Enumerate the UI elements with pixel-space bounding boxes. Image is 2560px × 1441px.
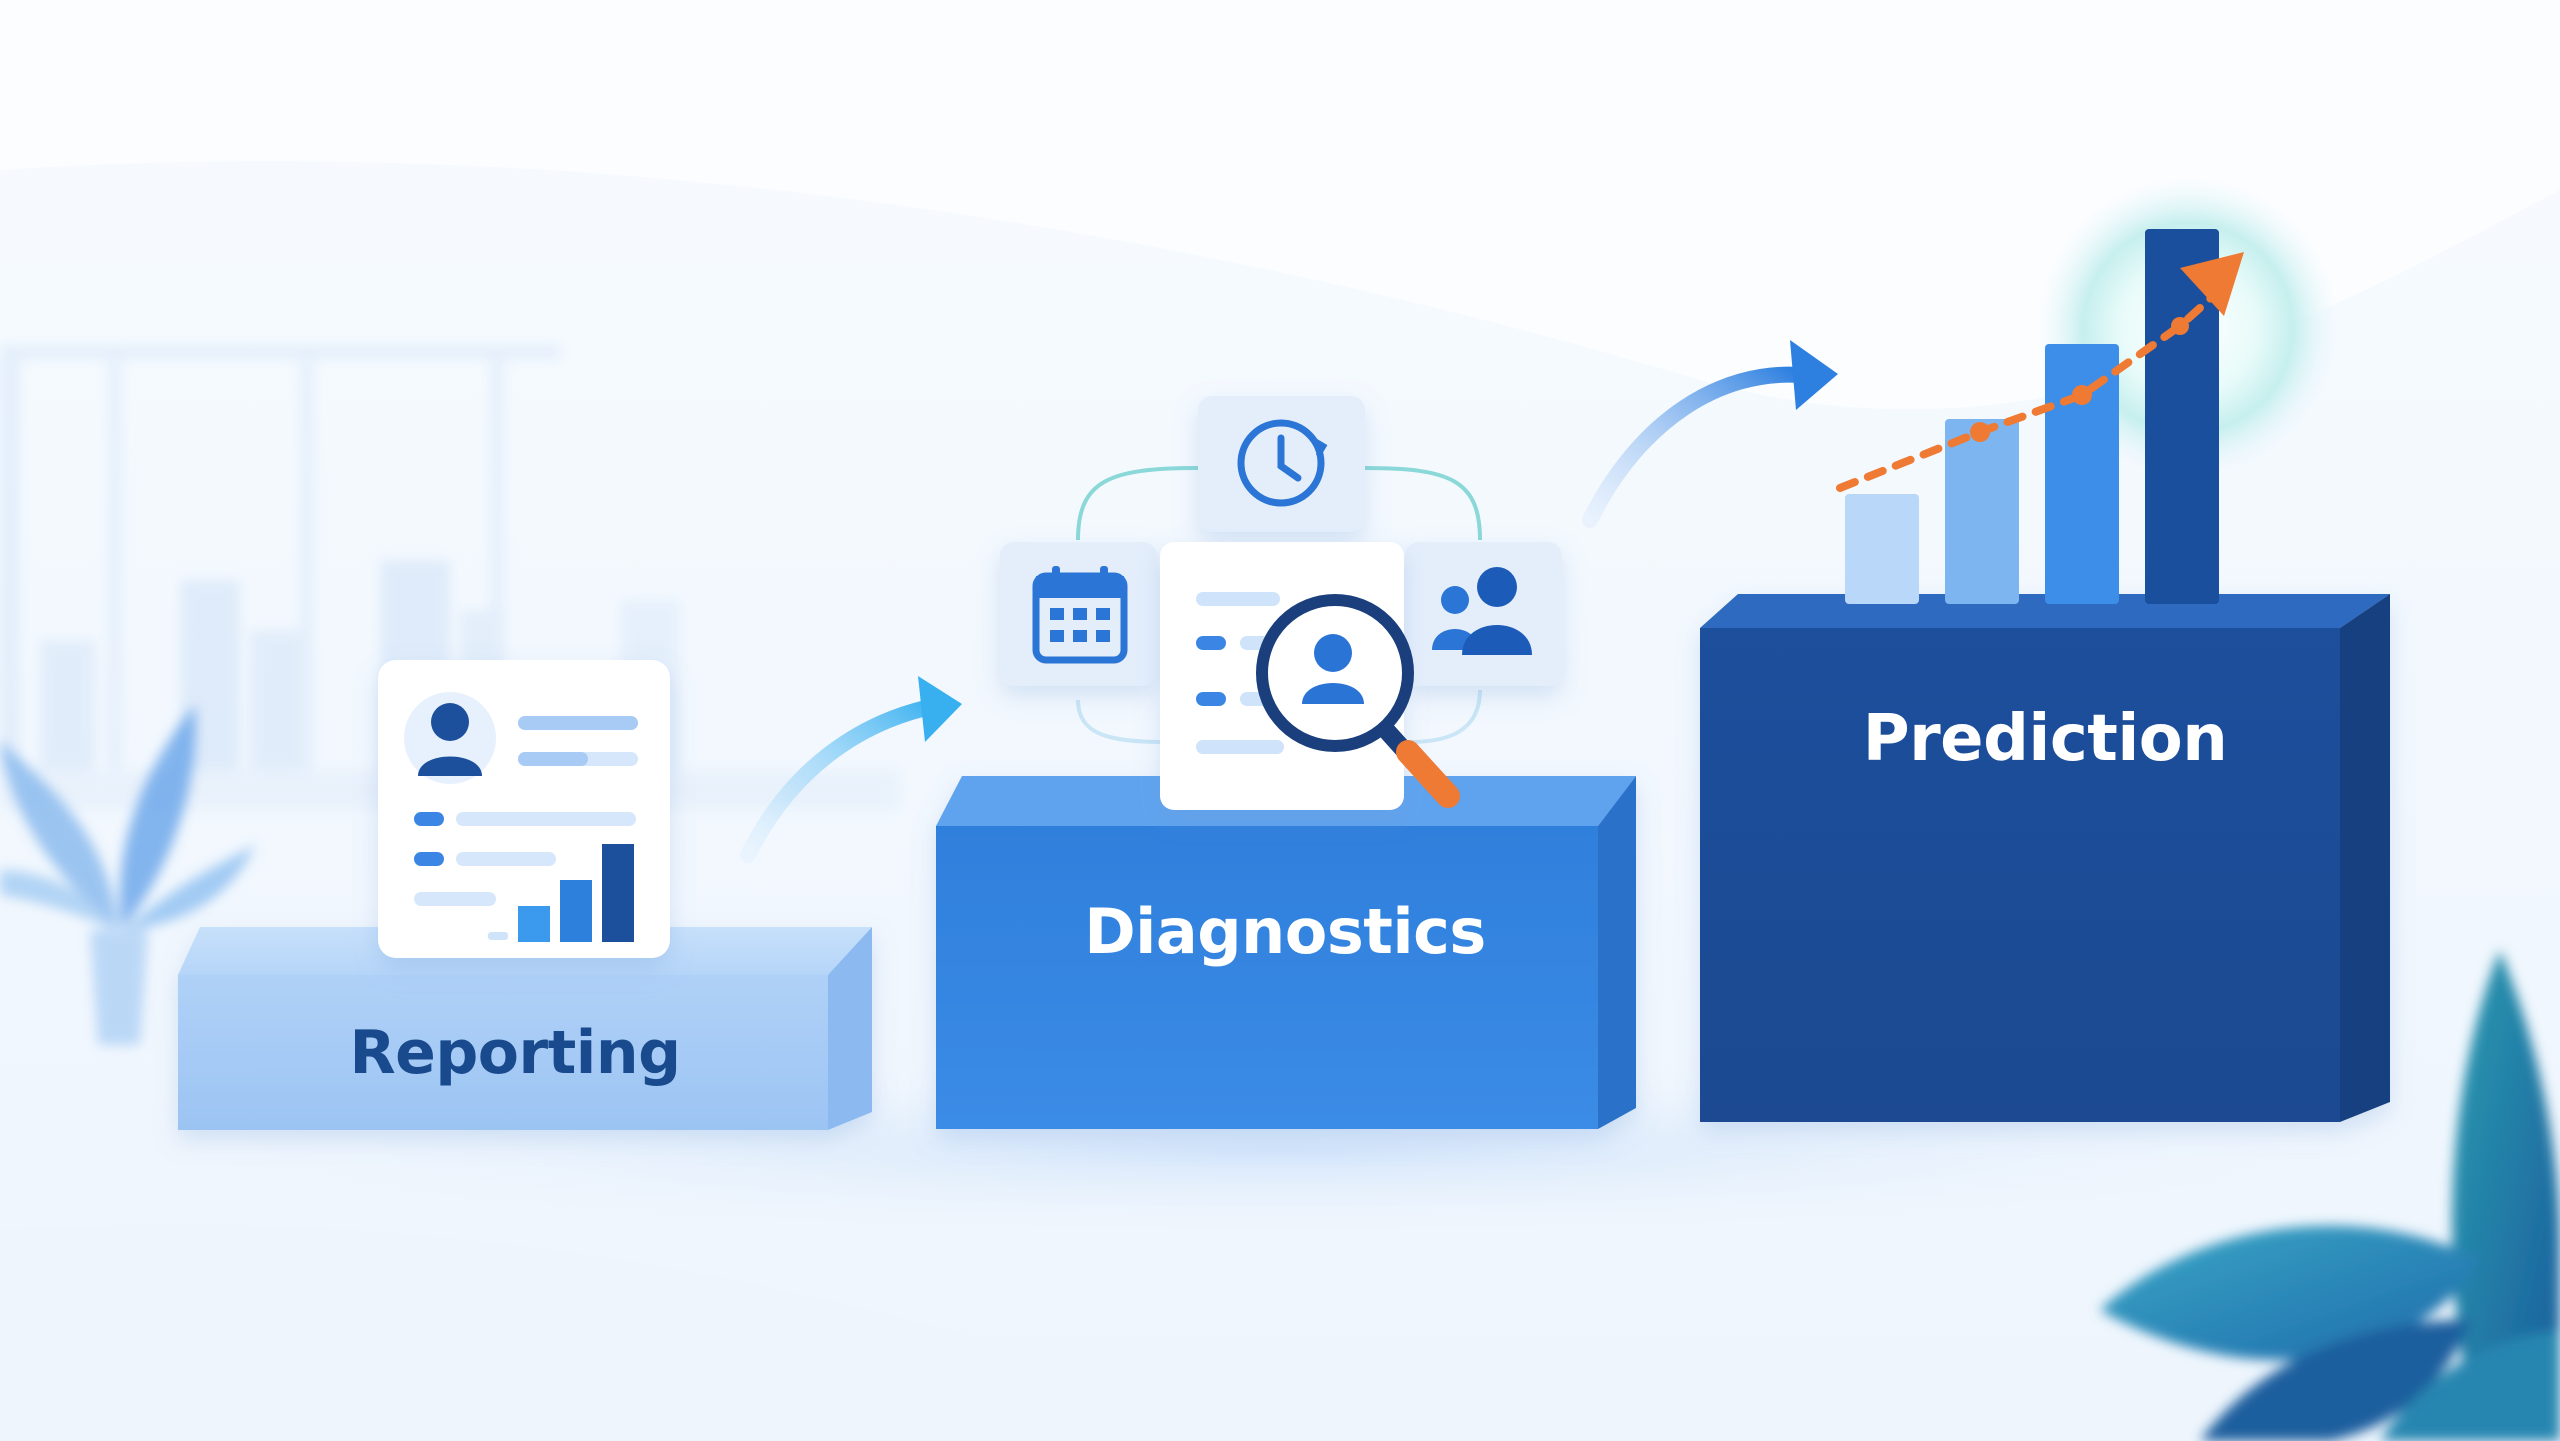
arrow-reporting-to-diagnostics xyxy=(740,676,962,863)
report-card xyxy=(378,660,670,958)
users-icon xyxy=(1432,567,1532,655)
pedestal-prediction-side xyxy=(2340,594,2390,1122)
pedestal-diagnostics-front xyxy=(936,826,1598,1129)
step-label-reporting: Reporting xyxy=(349,1018,681,1088)
users-tile xyxy=(1405,542,1562,686)
background-wave-lower xyxy=(0,1224,1300,1441)
arrow-diagnostics-to-prediction xyxy=(1582,340,1838,528)
report-bar-2 xyxy=(560,880,592,942)
calendar-tile xyxy=(1000,542,1157,686)
pedestal-diagnostics-side xyxy=(1598,776,1636,1129)
prediction-bar-3 xyxy=(2045,344,2119,604)
clock-tile xyxy=(1198,396,1365,532)
clock-icon xyxy=(1237,419,1325,507)
prediction-bars xyxy=(1845,229,2219,604)
pedestal-diagnostics xyxy=(936,776,1636,1129)
magnifier-user-icon xyxy=(1256,594,1460,808)
pedestal-prediction-front xyxy=(1700,628,2340,1122)
prediction-bar-1 xyxy=(1845,494,1919,604)
pedestal-reporting-front xyxy=(178,975,828,1130)
calendar-icon xyxy=(1032,566,1128,664)
pedestal-prediction xyxy=(1700,594,2390,1122)
report-bar-1 xyxy=(518,906,550,942)
trend-arrow-icon xyxy=(1836,252,2244,492)
report-bar-3 xyxy=(602,844,634,942)
step-label-diagnostics: Diagnostics xyxy=(1084,895,1486,968)
prediction-bar-2 xyxy=(1945,419,2019,604)
right-plant xyxy=(2100,950,2560,1441)
diagnostics-connectors xyxy=(1076,466,1482,744)
pedestal-reporting-side xyxy=(828,927,872,1130)
prediction-bar-4 xyxy=(2145,229,2219,604)
left-plant xyxy=(0,705,255,1045)
background-wave xyxy=(0,0,2560,410)
step-label-prediction: Prediction xyxy=(1862,702,2228,776)
